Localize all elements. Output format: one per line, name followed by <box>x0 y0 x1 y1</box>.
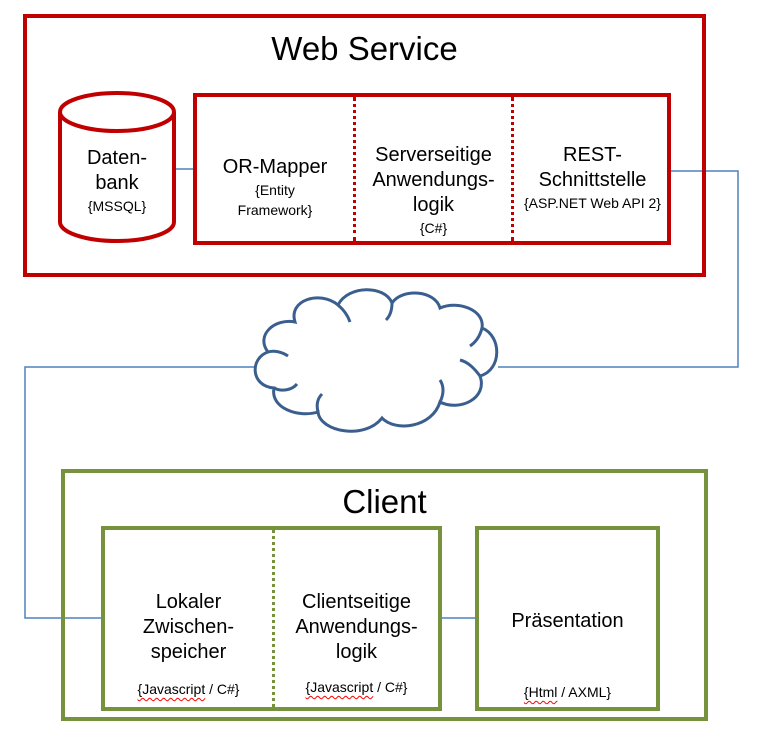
client-container: Client <box>61 469 708 721</box>
server-logic-line2: Anwendungs- <box>372 169 495 191</box>
database-name-line1: Daten- <box>86 147 148 169</box>
cache-line3: speicher <box>150 641 227 663</box>
server-logic-component: Serverseitige Anwendungs- logik {C#} <box>356 143 511 238</box>
cloud-icon <box>253 288 499 433</box>
server-logic-tech: {C#} <box>419 220 448 236</box>
presentation-box: Präsentation {Html / AXML} <box>475 526 660 711</box>
cache-tech-a: {Javascript <box>137 681 206 697</box>
rest-component: REST- Schnittstelle {ASP.NET Web API 2} <box>514 143 671 213</box>
database-tech: {MSSQL} <box>87 198 147 214</box>
cache-line2: Zwischen- <box>142 616 235 638</box>
database-label: Daten- bank {MSSQL} <box>62 146 172 216</box>
or-mapper-name: OR-Mapper <box>222 156 328 178</box>
client-logic-tech-a: {Javascript <box>305 679 374 695</box>
presentation-tech: {Html / AXML} <box>479 682 656 702</box>
client-title: Client <box>342 483 427 520</box>
server-logic-line3: logik <box>412 194 455 216</box>
presentation-tech-a: {Html <box>523 684 558 700</box>
divider-ormapper-logic <box>353 97 356 241</box>
database-cylinder-icon <box>58 91 176 243</box>
client-logic-line2: Anwendungs- <box>295 616 418 638</box>
cloud-inner-strokes <box>267 302 484 413</box>
server-components-box: OR-Mapper {Entity Framework} Serverseiti… <box>193 93 671 245</box>
client-logic-component: Clientseitige Anwendungs- logik {Javascr… <box>275 590 438 697</box>
client-logic-tech: {Javascript / C#} <box>275 677 438 697</box>
client-logic-tech-b: / C#} <box>373 679 408 695</box>
client-components-box: Lokaler Zwischen- speicher {Javascript /… <box>101 526 442 711</box>
server-logic-line1: Serverseitige <box>375 144 492 166</box>
cache-tech: {Javascript / C#} <box>105 679 272 699</box>
database-name-line2: bank <box>95 172 139 194</box>
client-logic-line3: logik <box>335 641 378 663</box>
cache-component: Lokaler Zwischen- speicher {Javascript /… <box>105 590 272 699</box>
client-logic-line1: Clientseitige <box>302 591 411 613</box>
or-mapper-tech-line1: {Entity <box>255 182 295 198</box>
presentation-tech-b: / AXML} <box>557 684 612 700</box>
divider-cache-logic <box>272 530 275 707</box>
web-service-title: Web Service <box>271 30 458 67</box>
cache-line1: Lokaler <box>155 591 222 613</box>
web-service-container: Web Service <box>23 14 706 277</box>
presentation-name: Präsentation <box>511 610 624 632</box>
rest-line2: Schnittstelle <box>538 169 647 191</box>
divider-logic-rest <box>511 97 514 241</box>
rest-tech: {ASP.NET Web API 2} <box>524 195 661 211</box>
cache-tech-b: / C#} <box>205 681 240 697</box>
rest-line1: REST- <box>563 144 622 166</box>
or-mapper-component: OR-Mapper {Entity Framework} <box>197 155 353 220</box>
or-mapper-tech-line2: Framework} <box>237 202 313 218</box>
